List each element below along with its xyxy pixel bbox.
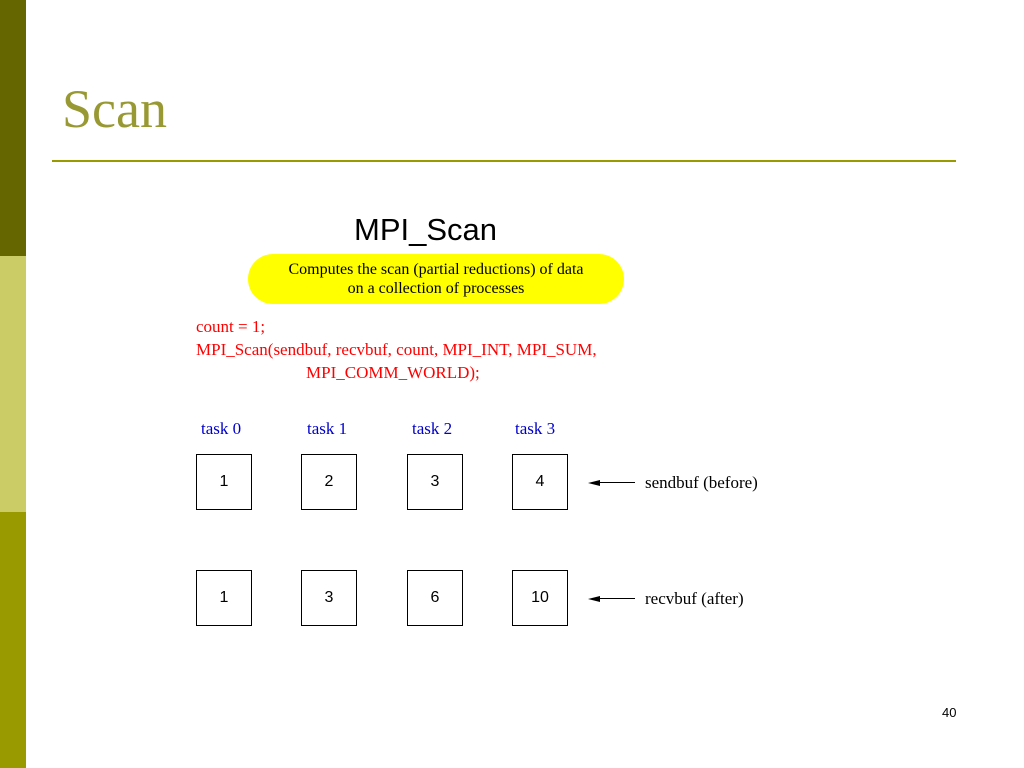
description-line-1: Computes the scan (partial reductions) o… — [288, 261, 584, 278]
sidebar-band-dark — [0, 0, 26, 256]
sendbuf-box-0: 1 — [196, 454, 252, 510]
task-label-2: task 2 — [412, 419, 453, 438]
sendbuf-label: sendbuf (before) — [645, 473, 758, 492]
description-line-2: on a collection of processes — [347, 280, 525, 297]
sendbuf-box-2: 3 — [407, 454, 463, 510]
recvbuf-box-3: 10 — [512, 570, 568, 626]
recvbuf-arrow-head-icon — [588, 596, 600, 602]
title-divider — [52, 160, 956, 162]
sidebar-band-mid — [0, 512, 26, 768]
task-label-3: task 3 — [515, 419, 556, 438]
recvbuf-arrow-line — [592, 598, 635, 599]
recvbuf-box-1: 3 — [301, 570, 357, 626]
page-number: 40 — [942, 705, 957, 720]
code-line-1: count = 1; — [196, 317, 266, 336]
sendbuf-box-1: 2 — [301, 454, 357, 510]
code-line-2: MPI_Scan(sendbuf, recvbuf, count, MPI_IN… — [196, 340, 597, 359]
recvbuf-label: recvbuf (after) — [645, 589, 744, 608]
sendbuf-arrow-line — [592, 482, 635, 483]
description-callout: Computes the scan (partial reductions) o… — [248, 254, 624, 304]
sendbuf-box-3: 4 — [512, 454, 568, 510]
diagram-heading: MPI_Scan — [354, 212, 498, 247]
task-label-1: task 1 — [307, 419, 348, 438]
recvbuf-box-2: 6 — [407, 570, 463, 626]
sidebar-band-light — [0, 256, 26, 512]
slide-title: Scan — [62, 79, 167, 139]
recvbuf-box-0: 1 — [196, 570, 252, 626]
task-label-0: task 0 — [201, 419, 242, 438]
sendbuf-arrow-head-icon — [588, 480, 600, 486]
code-line-3: MPI_COMM_WORLD); — [306, 363, 480, 382]
